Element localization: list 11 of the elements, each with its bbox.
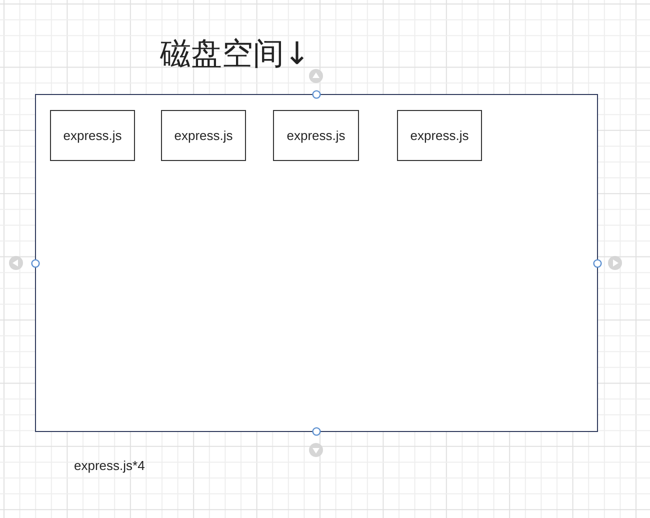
diagram-title: 磁盘空间↓ — [160, 36, 310, 74]
box-label: express.js — [410, 128, 469, 143]
box-label: express.js — [286, 128, 346, 143]
box-label: express.js — [174, 128, 233, 143]
container-box — [35, 94, 598, 432]
note-label: express.js*4 — [74, 458, 145, 473]
process-box — [50, 110, 135, 161]
process-box — [397, 110, 482, 161]
process-box — [273, 110, 359, 161]
process-box — [161, 110, 246, 161]
box-label: express.js — [63, 128, 122, 143]
